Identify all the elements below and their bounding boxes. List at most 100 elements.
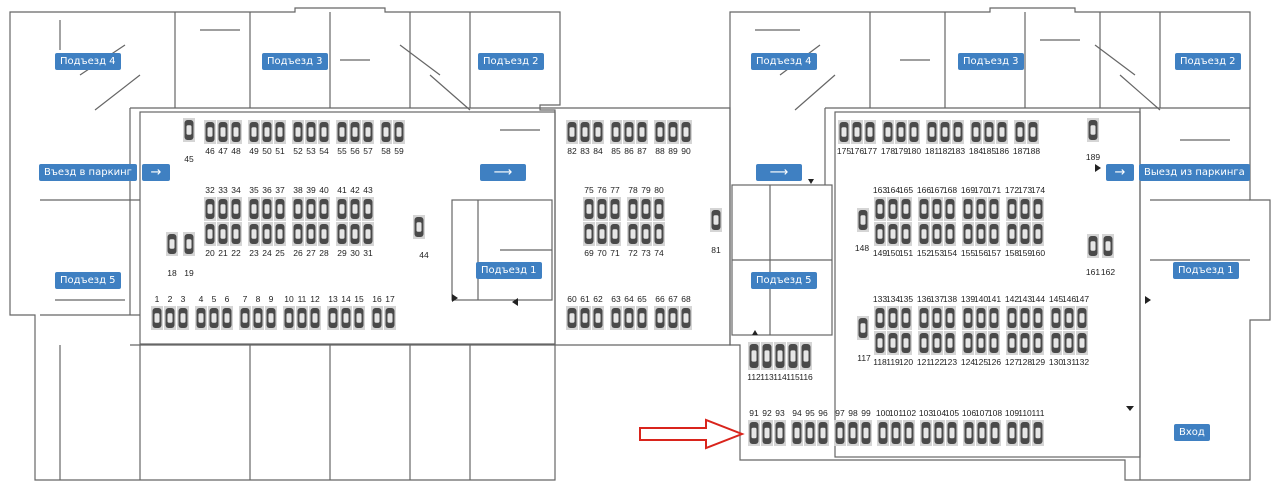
car-window [277, 229, 283, 239]
space-number: 32 [205, 185, 215, 195]
space-number: 21 [218, 248, 228, 258]
car-window [339, 204, 345, 214]
space-number: 58 [381, 146, 391, 156]
parking-space-16 [371, 306, 383, 330]
space-number: 180 [907, 146, 921, 156]
car-window [186, 239, 192, 249]
parking-space-33 [217, 197, 229, 221]
car-window [898, 127, 904, 137]
parking-space-63 [610, 306, 622, 330]
car-window [973, 127, 979, 137]
car-window [643, 229, 649, 239]
car-window [893, 427, 899, 439]
entrance-label-middle-1: Подъезд 1 [476, 262, 542, 279]
space-number: 92 [762, 408, 772, 418]
car-window [169, 239, 175, 249]
car-window [198, 313, 204, 323]
car-window [416, 222, 422, 232]
car-window [268, 313, 274, 323]
car-window [639, 313, 645, 323]
car-window [992, 427, 998, 439]
car-window [299, 313, 305, 323]
space-number: 178 [881, 146, 895, 156]
parking-space-149 [874, 222, 886, 246]
parking-space-152 [918, 222, 930, 246]
parking-space-54 [318, 120, 330, 144]
space-number: 141 [987, 294, 1001, 304]
space-number: 127 [1005, 357, 1019, 367]
parking-space-15 [353, 306, 365, 330]
car-window [383, 127, 389, 137]
entrance-label-left-3: Подъезд 3 [262, 53, 328, 70]
entrance-label-right-5: Подъезд 5 [751, 272, 817, 289]
parking-space-86 [623, 120, 635, 144]
space-number: 9 [269, 294, 274, 304]
parking-space-180 [908, 120, 920, 144]
parking-space-174 [1032, 197, 1044, 221]
parking-space-102 [903, 420, 915, 446]
parking-space-56 [349, 120, 361, 144]
parking-space-46 [204, 120, 216, 144]
parking-space-95 [804, 420, 816, 446]
parking-space-59 [393, 120, 405, 144]
parking-space-117 [857, 316, 869, 340]
space-number: 119 [886, 357, 900, 367]
parking-space-80 [653, 197, 665, 221]
space-number: 52 [293, 146, 303, 156]
car-window [286, 313, 292, 323]
triangle-marker [1126, 406, 1134, 411]
space-number: 23 [249, 248, 259, 258]
space-number: 54 [319, 146, 329, 156]
space-number: 100 [876, 408, 890, 418]
space-number: 102 [902, 408, 916, 418]
car-window [1022, 338, 1028, 348]
parking-space-97 [834, 420, 846, 446]
space-number: 169 [961, 185, 975, 195]
car-window [942, 127, 948, 137]
car-window [820, 427, 826, 439]
parking-space-136 [918, 306, 930, 330]
parking-space-84 [592, 120, 604, 144]
space-number: 165 [899, 185, 913, 195]
parking-space-167 [931, 197, 943, 221]
car-window [339, 229, 345, 239]
car-window [233, 204, 239, 214]
parking-space-34 [230, 197, 242, 221]
car-window [947, 229, 953, 239]
parking-space-132 [1076, 331, 1088, 355]
car-window [991, 204, 997, 214]
car-window [860, 215, 866, 225]
car-window [356, 313, 362, 323]
parking-space-77 [609, 197, 621, 221]
parking-space-103 [920, 420, 932, 446]
space-number: 118 [873, 357, 887, 367]
space-number: 146 [1062, 294, 1076, 304]
space-number: 107 [975, 408, 989, 418]
car-window [903, 338, 909, 348]
car-window [683, 127, 689, 137]
space-number: 29 [337, 248, 347, 258]
triangle-marker [1095, 164, 1101, 172]
car-window [991, 229, 997, 239]
car-window [764, 427, 770, 439]
highlight-arrow [639, 418, 745, 450]
parking-space-120 [900, 331, 912, 355]
space-number: 132 [1075, 357, 1089, 367]
parking-space-137 [931, 306, 943, 330]
space-number: 189 [1086, 152, 1100, 162]
space-number: 50 [262, 146, 272, 156]
space-number: 39 [306, 185, 316, 195]
space-number: 105 [945, 408, 959, 418]
parking-space-94 [791, 420, 803, 446]
parking-space-12 [309, 306, 321, 330]
space-number: 20 [205, 248, 215, 258]
parking-space-171 [988, 197, 1000, 221]
car-window [643, 204, 649, 214]
car-window [1090, 241, 1096, 251]
space-number: 90 [681, 146, 691, 156]
car-window [929, 127, 935, 137]
car-window [224, 313, 230, 323]
parking-space-55 [336, 120, 348, 144]
parking-space-176 [851, 120, 863, 144]
parking-space-98 [847, 420, 859, 446]
